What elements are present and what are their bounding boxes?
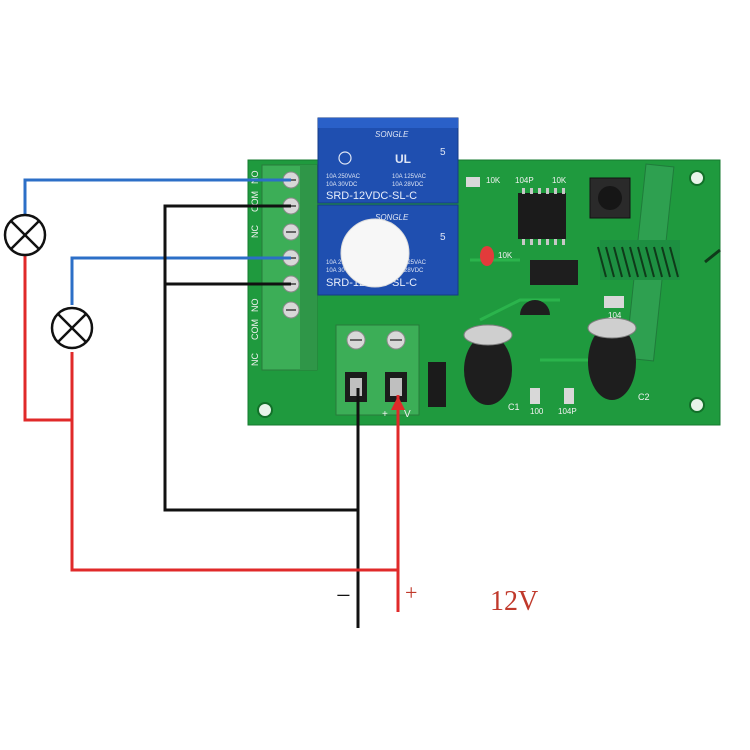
- relay-2: SONGLE 5 10A 250VAC 10A 30VDC 10A 125VAC…: [317, 204, 459, 296]
- relay-model: SRD-12VDC-SL-C: [326, 190, 417, 202]
- relay-1: SONGLE UL 5 10A 250VAC 10A 30VDC 10A 125…: [317, 117, 459, 204]
- positive-label: +: [405, 580, 417, 605]
- terminal-label: COM: [250, 319, 260, 340]
- led: [480, 246, 494, 266]
- wire-blue-lamp2: [70, 256, 291, 305]
- relay-rating: 10A 30VDC: [326, 268, 358, 274]
- relay-rating: 10A 28VDC: [392, 182, 424, 188]
- wire-black-com1: [163, 204, 358, 512]
- wire-red-lamp2: [70, 352, 398, 572]
- terminal-label: NO: [250, 171, 260, 185]
- wire-blue-lamp1: [23, 178, 291, 215]
- power-terminal-block: + V: [335, 324, 446, 420]
- relay-rating: 10A 30VDC: [326, 182, 358, 188]
- res-label: 10K: [552, 176, 567, 185]
- negative-label: −: [336, 581, 351, 610]
- voltage-label: 12V: [490, 586, 538, 617]
- cert-mark-icon: [338, 151, 352, 165]
- mounting-hole: [689, 170, 705, 186]
- relay-brand: SONGLE: [375, 130, 409, 139]
- relay-rating: 10A 250VAC: [326, 174, 361, 180]
- cap-label: 104P: [558, 407, 577, 416]
- cap-label: 104P: [515, 176, 534, 185]
- cap-label: 104: [608, 311, 622, 320]
- cap-c2-label: C2: [638, 392, 650, 402]
- relay-rating: 10A 125VAC: [392, 174, 427, 180]
- relay-rating: 10A 125VAC: [392, 260, 427, 266]
- terminal-label: COM: [250, 191, 260, 212]
- output-terminal-block: NO COM NC NO COM NC: [250, 164, 318, 371]
- cap-c1-label: C1: [508, 402, 520, 412]
- mounting-hole: [257, 402, 273, 418]
- svg-text:UL: UL: [395, 152, 411, 166]
- power-v-label: V: [404, 409, 411, 420]
- relay-rating: 10A 28VDC: [392, 268, 424, 274]
- arrow-up-icon: [391, 396, 405, 410]
- mounting-hole: [689, 397, 705, 413]
- relay-pins: 5: [440, 147, 446, 158]
- terminal-label: NO: [250, 299, 260, 313]
- components: C1 C2 10K 104P 10K 10K 100 104P 104: [463, 163, 721, 416]
- sticker: [340, 218, 410, 288]
- relay-pins: 5: [440, 232, 446, 243]
- lamp-icon: [3, 213, 47, 257]
- terminal-label: NC: [250, 225, 260, 238]
- res-label: 100: [530, 407, 544, 416]
- push-button: [598, 186, 622, 210]
- wire-red-lamp1: [23, 255, 72, 422]
- ic-chip: [518, 193, 566, 239]
- lamp-icon: [50, 306, 94, 350]
- relay-brand: SONGLE: [375, 213, 409, 222]
- power-plus-label: +: [382, 409, 388, 420]
- terminal-label: NC: [250, 353, 260, 366]
- res-label: 10K: [498, 251, 513, 260]
- res-label: 10K: [486, 176, 501, 185]
